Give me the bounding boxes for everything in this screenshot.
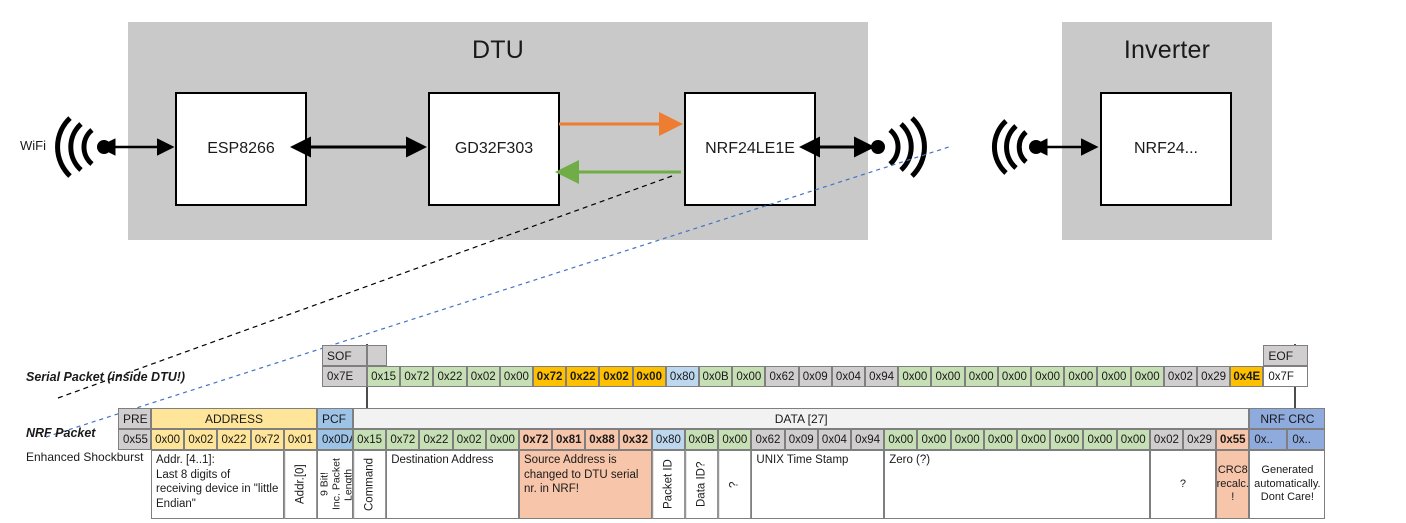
nrf-annotation-7: Packet ID (651, 450, 685, 519)
serial-packet-label: Serial Packet (inside DTU!) (26, 370, 186, 384)
nrf-annotation-6: Source Address is changed to DTU serial … (519, 450, 652, 519)
serial-byte-2: 0x72 (400, 366, 434, 387)
serial-byte-21: 0x00 (1031, 366, 1065, 387)
nrf-annotation-5: Destination Address (386, 450, 519, 519)
nrf-annotation-13: CRC8 recalc. ! (1216, 450, 1250, 519)
nrf-byte-31: 0x02 (1149, 429, 1183, 450)
nrf-byte-17: 0x0B (685, 429, 719, 450)
nrf-byte-11: 0x00 (485, 429, 519, 450)
nrf-byte-13: 0x81 (552, 429, 586, 450)
serial-sof-header: SOF (322, 345, 367, 366)
serial-byte-5: 0x00 (499, 366, 533, 387)
nrf-annotation-12: ? (1149, 450, 1217, 519)
serial-byte-15: 0x04 (831, 366, 865, 387)
serial-byte-25: 0x02 (1163, 366, 1197, 387)
serial-byte-19: 0x00 (964, 366, 998, 387)
nrf-byte-4: 0x72 (250, 429, 284, 450)
nrf-byte-19: 0x62 (751, 429, 785, 450)
nrf-group-header-2: PCF (317, 408, 353, 429)
nrf-annotation-11: Zero (?) (884, 450, 1150, 519)
nrf-byte-35: 0x.. (1287, 429, 1326, 450)
nrf-byte-33: 0x55 (1216, 429, 1250, 450)
nrf-byte-26: 0x00 (983, 429, 1017, 450)
nrf-byte-27: 0x00 (1017, 429, 1051, 450)
nrf-byte-3: 0x22 (217, 429, 251, 450)
serial-byte-4: 0x02 (466, 366, 500, 387)
dtu-title: DTU (472, 36, 524, 64)
serial-byte-0: 0x7E (322, 366, 367, 387)
serial-byte-14: 0x09 (798, 366, 832, 387)
serial-byte-17: 0x00 (898, 366, 932, 387)
serial-byte-23: 0x00 (1097, 366, 1131, 387)
nrf-byte-20: 0x09 (784, 429, 818, 450)
inverter-title: Inverter (1123, 36, 1211, 64)
nrf-annotation-1: Addr.[0] (283, 450, 317, 519)
serial-byte-6: 0x72 (533, 366, 567, 387)
serial-byte-10: 0x80 (665, 366, 699, 387)
serial-byte-20: 0x00 (997, 366, 1031, 387)
nrf-byte-7: 0x15 (353, 429, 387, 450)
nrf-byte-23: 0x00 (884, 429, 918, 450)
nrf-byte-15: 0x32 (618, 429, 652, 450)
nrf-byte-8: 0x72 (386, 429, 420, 450)
nrf-byte-25: 0x00 (950, 429, 984, 450)
serial-eof-header: EOF (1263, 345, 1309, 366)
serial-byte-24: 0x00 (1130, 366, 1164, 387)
nrf-group-header-3: DATA [27] (353, 408, 1250, 429)
serial-byte-28: 0x7F (1263, 366, 1309, 387)
serial-byte-18: 0x00 (931, 366, 965, 387)
nrf-byte-5: 0x01 (283, 429, 317, 450)
nrf-byte-0: 0x55 (118, 429, 151, 450)
nrf-byte-6: 0x0DA (317, 429, 353, 450)
serial-byte-8: 0x02 (599, 366, 633, 387)
chip-nrf24: NRF24... (1100, 92, 1232, 206)
nrf-annotation-4: Command (353, 450, 387, 519)
nrf-group-header-1: ADDRESS (151, 408, 317, 429)
nrf-byte-9: 0x22 (419, 429, 453, 450)
serial-byte-9: 0x00 (632, 366, 666, 387)
nrf-annotation-8: Data ID? (685, 450, 719, 519)
nrf-annotation-0: Addr. [4..1]:Last 8 digits of receiving … (151, 450, 284, 519)
nrf-byte-10: 0x02 (452, 429, 486, 450)
serial-byte-1: 0x15 (367, 366, 401, 387)
nrf-annotation-3: Inc. Packet Length (332, 450, 353, 519)
serial-byte-13: 0x62 (765, 366, 799, 387)
nrf-byte-2: 0x02 (184, 429, 218, 450)
nrf-byte-12: 0x72 (519, 429, 553, 450)
nrf-byte-29: 0x00 (1083, 429, 1117, 450)
serial-byte-22: 0x00 (1064, 366, 1098, 387)
nrf-group-header-4: NRF CRC (1249, 408, 1326, 429)
nrf-byte-21: 0x04 (817, 429, 851, 450)
nrf-group-header-0: PRE (118, 408, 151, 429)
chip-nrf24-label: NRF24... (1133, 140, 1198, 157)
nrf-annotation-14: Generated automatically. Dont Care! (1249, 450, 1326, 519)
nrf-byte-24: 0x00 (917, 429, 951, 450)
serial-byte-26: 0x29 (1197, 366, 1231, 387)
nrf-annotation-9: ? (718, 450, 752, 519)
nrf-byte-1: 0x00 (151, 429, 185, 450)
nrf-packet-label: NRF Packet (26, 426, 96, 440)
nrf-byte-14: 0x88 (585, 429, 619, 450)
serial-byte-12: 0x00 (732, 366, 766, 387)
serial-byte-3: 0x22 (433, 366, 467, 387)
nrf-packet-sublabel: Enhanced Shockburst (26, 450, 144, 464)
serial-sof-header-pad (367, 345, 387, 366)
serial-byte-11: 0x0B (699, 366, 733, 387)
nrf-byte-30: 0x00 (1116, 429, 1150, 450)
serial-byte-7: 0x22 (566, 366, 600, 387)
nrf-byte-28: 0x00 (1050, 429, 1084, 450)
wifi-label: WiFi (20, 138, 46, 153)
nrf-byte-18: 0x00 (718, 429, 752, 450)
serial-byte-16: 0x94 (865, 366, 899, 387)
nrf-annotation-10: UNIX Time Stamp (751, 450, 885, 519)
nrf-byte-34: 0x.. (1249, 429, 1288, 450)
nrf-byte-16: 0x80 (651, 429, 685, 450)
nrf-byte-22: 0x94 (851, 429, 885, 450)
serial-byte-27: 0x4E (1230, 366, 1264, 387)
nrf-byte-32: 0x29 (1183, 429, 1217, 450)
nrf-annotation-2: 9 Bit! (317, 450, 332, 519)
